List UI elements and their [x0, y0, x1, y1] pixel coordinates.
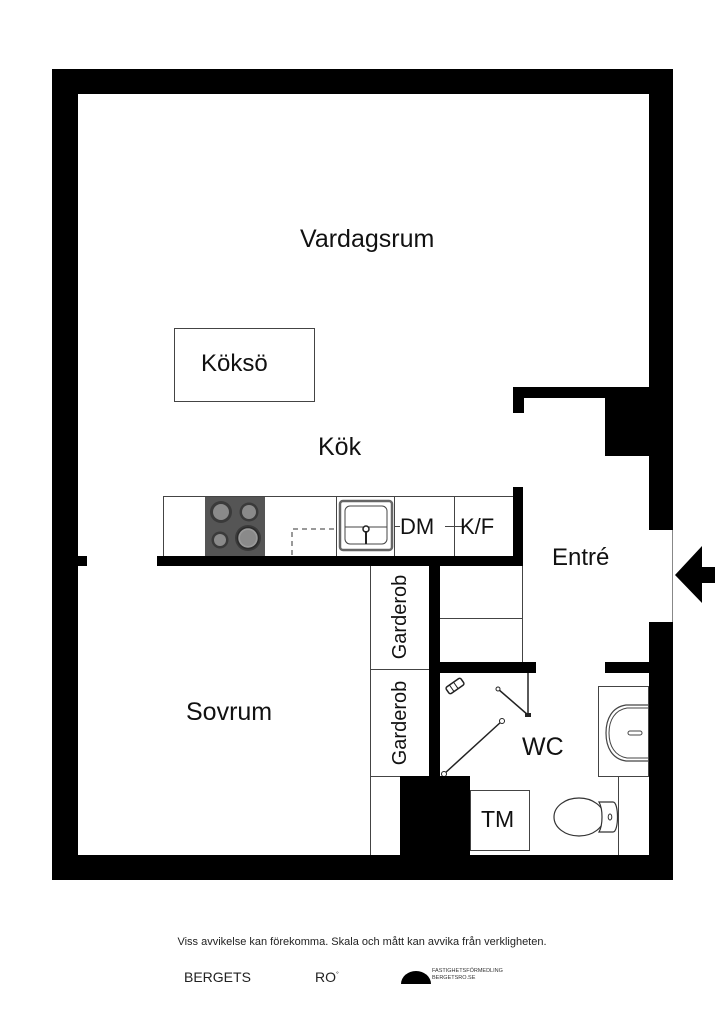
kitchen-label: Kök	[318, 433, 362, 461]
entry-shelf-right	[522, 566, 523, 662]
footer: Viss avvikelse kan förekomma. Skala och …	[0, 930, 724, 1024]
living-room-label: Vardagsrum	[300, 225, 435, 253]
wardrobe-left-line	[370, 566, 371, 855]
wardrobe-label-1: Garderob	[389, 574, 411, 660]
bathroom-sink-cabinet	[598, 686, 649, 777]
entrance-label: Entré	[552, 544, 610, 571]
agency-line-1: FASTIGHETSFÖRMEDLING	[432, 968, 503, 974]
washer-box	[470, 790, 530, 851]
agency-logo-icon	[401, 971, 431, 984]
dashed-counter-line	[291, 528, 336, 555]
entrance-upper-wall	[513, 387, 649, 398]
wardrobe-label-2: Garderob	[389, 680, 411, 766]
bedroom-label: Sovrum	[186, 698, 273, 726]
kitchen-bottom-wall	[157, 556, 523, 566]
wall-block-bottom	[400, 776, 470, 855]
dm-line-right	[445, 526, 463, 527]
logo-ro-mark: °	[336, 971, 339, 979]
disclaimer-text: Viss avvikelse kan förekomma. Skala och …	[177, 936, 547, 948]
outer-wall-left	[52, 69, 78, 880]
entrance-door-line	[672, 530, 673, 622]
wc-right-stub	[605, 662, 649, 673]
interior-wall-vertical	[429, 566, 440, 777]
outer-wall-top	[52, 69, 673, 94]
left-wall-stub	[78, 556, 87, 566]
shower-screen-icon	[441, 673, 531, 777]
kitchen-sink-section	[336, 496, 337, 556]
fridge-freezer-label: K/F	[460, 514, 495, 539]
entrance-upper-stub	[513, 387, 524, 413]
kitchen-sink-icon	[338, 499, 394, 552]
entrance-arrow-icon	[675, 546, 715, 603]
logo-bergets: BERGETS	[184, 969, 251, 985]
bathroom-sink-icon	[605, 704, 648, 762]
dishwasher-label: DM	[400, 514, 435, 539]
washer-label: TM	[481, 806, 515, 832]
logo-ro-text: RO	[315, 969, 336, 985]
cooktop	[205, 497, 265, 556]
kitchen-island-label: Köksö	[201, 350, 268, 377]
cooktop-icon	[210, 501, 261, 551]
outer-wall-bottom	[52, 855, 673, 880]
entry-shelf-line-1	[440, 618, 522, 619]
kitchen-island	[174, 328, 315, 402]
wardrobe-divider-1	[370, 669, 429, 670]
outer-wall-right-lower	[649, 622, 673, 880]
toilet-niche-line	[618, 777, 619, 855]
dm-line-left	[394, 526, 400, 527]
wc-upper-wall	[440, 662, 536, 673]
kitchen-right-wall	[513, 487, 523, 566]
bathroom-label: WC	[522, 733, 564, 761]
logo-ro: RO°	[315, 970, 339, 984]
shower-head-icon	[445, 677, 465, 695]
wardrobe-divider-2	[370, 776, 429, 777]
agency-line-2: BERGETSRO.SE	[432, 975, 476, 981]
outer-wall-right-upper	[649, 69, 673, 530]
toilet-icon	[553, 797, 619, 837]
entrance-column	[605, 398, 649, 456]
floor-plan: DM K/F Garderob Garderob TM	[52, 69, 715, 880]
